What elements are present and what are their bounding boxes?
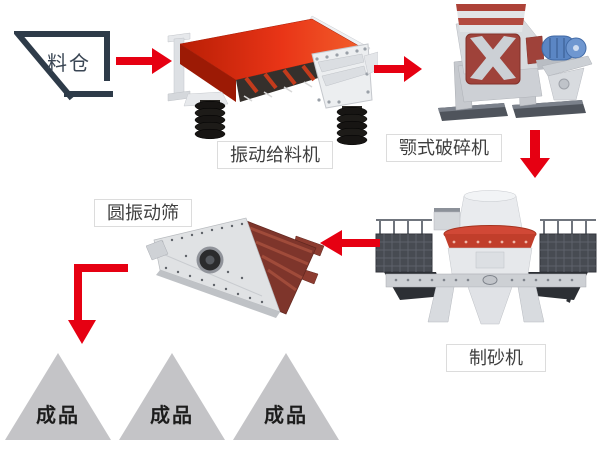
- sand-maker-motor: [433, 208, 461, 231]
- jaw-crusher-label: 颚式破碎机: [386, 134, 502, 162]
- sand-maker-illustration: [375, 190, 597, 325]
- arrow-right-icon: [374, 56, 422, 82]
- arrow-right-icon: [116, 48, 172, 74]
- sand-maker-label-text: 制砂机: [469, 348, 523, 368]
- crusher-side-panel: [465, 33, 521, 85]
- product-pile-1: 成品: [5, 353, 111, 440]
- hopper-shape-icon: [14, 31, 113, 101]
- triangle-icon: [5, 353, 111, 440]
- feeder-spring-right: [336, 106, 368, 146]
- vibrating-feeder-illustration: [167, 15, 378, 146]
- feeder-label-text: 振动给料机: [230, 145, 320, 165]
- triangle-icon: [119, 353, 225, 440]
- vibrating-screen-label-text: 圆振动筛: [107, 203, 179, 223]
- product-label: 成品: [36, 405, 80, 427]
- arrow-left-icon: [320, 230, 380, 256]
- sand-maker-label: 制砂机: [446, 344, 546, 372]
- screen-vibrator-hub: [196, 246, 224, 274]
- sand-maker-beam: [385, 273, 587, 288]
- feeder-label: 振动给料机: [217, 141, 333, 169]
- crusher-hopper: [456, 4, 526, 32]
- product-pile-2: 成品: [119, 353, 225, 440]
- product-pile-3: 成品: [233, 353, 339, 440]
- vibrating-screen-illustration: [146, 217, 325, 318]
- feeder-end-plate: [311, 43, 378, 109]
- sand-maker-red-ring: [443, 225, 537, 250]
- hopper-node: 料仓: [14, 28, 114, 102]
- sand-maker-railings: [376, 219, 596, 234]
- vibrating-screen-label: 圆振动筛: [94, 199, 192, 227]
- product-label: 成品: [150, 405, 194, 427]
- arrow-down-icon: [520, 130, 550, 178]
- arrow-elbow-down-icon: [68, 264, 128, 344]
- feeder-spring-left: [194, 100, 226, 140]
- triangle-icon: [233, 353, 339, 440]
- hopper-label: 料仓: [47, 53, 91, 75]
- jaw-crusher-label-text: 颚式破碎机: [399, 138, 489, 158]
- jaw-crusher-illustration: [438, 4, 593, 121]
- product-label: 成品: [264, 405, 308, 427]
